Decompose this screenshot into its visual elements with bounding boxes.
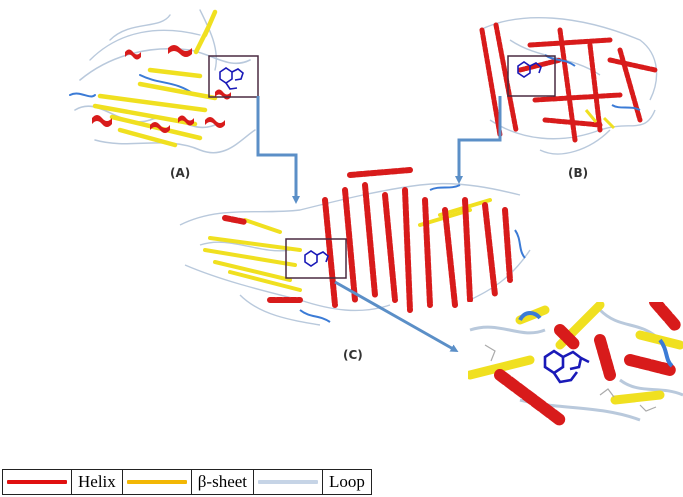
structure-c bbox=[179, 167, 531, 326]
helix-swatch-line bbox=[7, 480, 67, 484]
panel-label-b: (B) bbox=[568, 166, 588, 180]
legend-swatch-sheet bbox=[121, 469, 192, 495]
legend-label-loop: Loop bbox=[322, 469, 372, 495]
legend-swatch-loop bbox=[253, 469, 324, 495]
legend-label-helix: Helix bbox=[71, 469, 123, 495]
loop-swatch-line bbox=[258, 480, 319, 484]
legend: Helix β-sheet Loop bbox=[2, 469, 372, 495]
ligand-a bbox=[219, 67, 244, 90]
legend-label-sheet: β-sheet bbox=[190, 469, 255, 495]
arrow-a-to-c bbox=[256, 96, 300, 204]
structure-a bbox=[69, 9, 259, 154]
legend-swatch-helix bbox=[2, 469, 72, 495]
ligand-b bbox=[517, 61, 542, 78]
arrow-b-to-c bbox=[455, 96, 502, 184]
ligand-c bbox=[304, 250, 329, 267]
binding-site-box-b bbox=[507, 55, 556, 97]
connector-arrows bbox=[256, 96, 502, 352]
sheet-swatch-line bbox=[126, 480, 187, 484]
binding-site-box-a bbox=[208, 55, 259, 98]
panel-label-c: (C) bbox=[343, 348, 363, 362]
binding-site-box-c bbox=[285, 238, 347, 279]
zoomed-binding-site bbox=[468, 302, 683, 428]
ligand-zoom bbox=[543, 349, 590, 384]
structure-b bbox=[479, 16, 658, 155]
arrow-c-to-zoom bbox=[334, 280, 459, 352]
panel-label-a: (A) bbox=[170, 166, 190, 180]
